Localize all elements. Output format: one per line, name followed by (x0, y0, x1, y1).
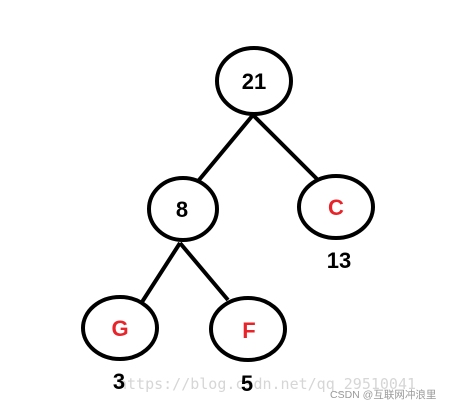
node-8: 8 (147, 176, 219, 242)
csdn-watermark: CSDN @互联网冲浪里 (330, 388, 436, 401)
node-g-circle (81, 295, 159, 361)
node-8-circle (147, 176, 219, 242)
node-f-circle (209, 296, 287, 362)
node-f-weight: 5 (241, 371, 253, 396)
edge-8-to-f (178, 241, 230, 302)
node-c: C 13 (297, 174, 375, 273)
node-root: 21 (215, 46, 293, 116)
node-g: G 3 (81, 295, 159, 394)
node-g-label: G (111, 316, 128, 341)
edge-8-to-g (140, 241, 182, 304)
node-c-weight: 13 (327, 248, 351, 273)
edge-root-to-8 (197, 113, 255, 182)
edge-root-to-c (251, 113, 322, 184)
node-f: F 5 (209, 296, 287, 396)
node-root-label: 21 (242, 69, 266, 94)
node-c-label: C (328, 195, 344, 220)
node-root-circle (215, 46, 293, 116)
node-8-label: 8 (176, 197, 188, 222)
node-g-weight: 3 (113, 369, 125, 394)
url-watermark: https://blog.csdn.net/qq_29510041 (118, 375, 416, 393)
node-f-label: F (242, 318, 255, 343)
node-c-circle (297, 174, 375, 240)
